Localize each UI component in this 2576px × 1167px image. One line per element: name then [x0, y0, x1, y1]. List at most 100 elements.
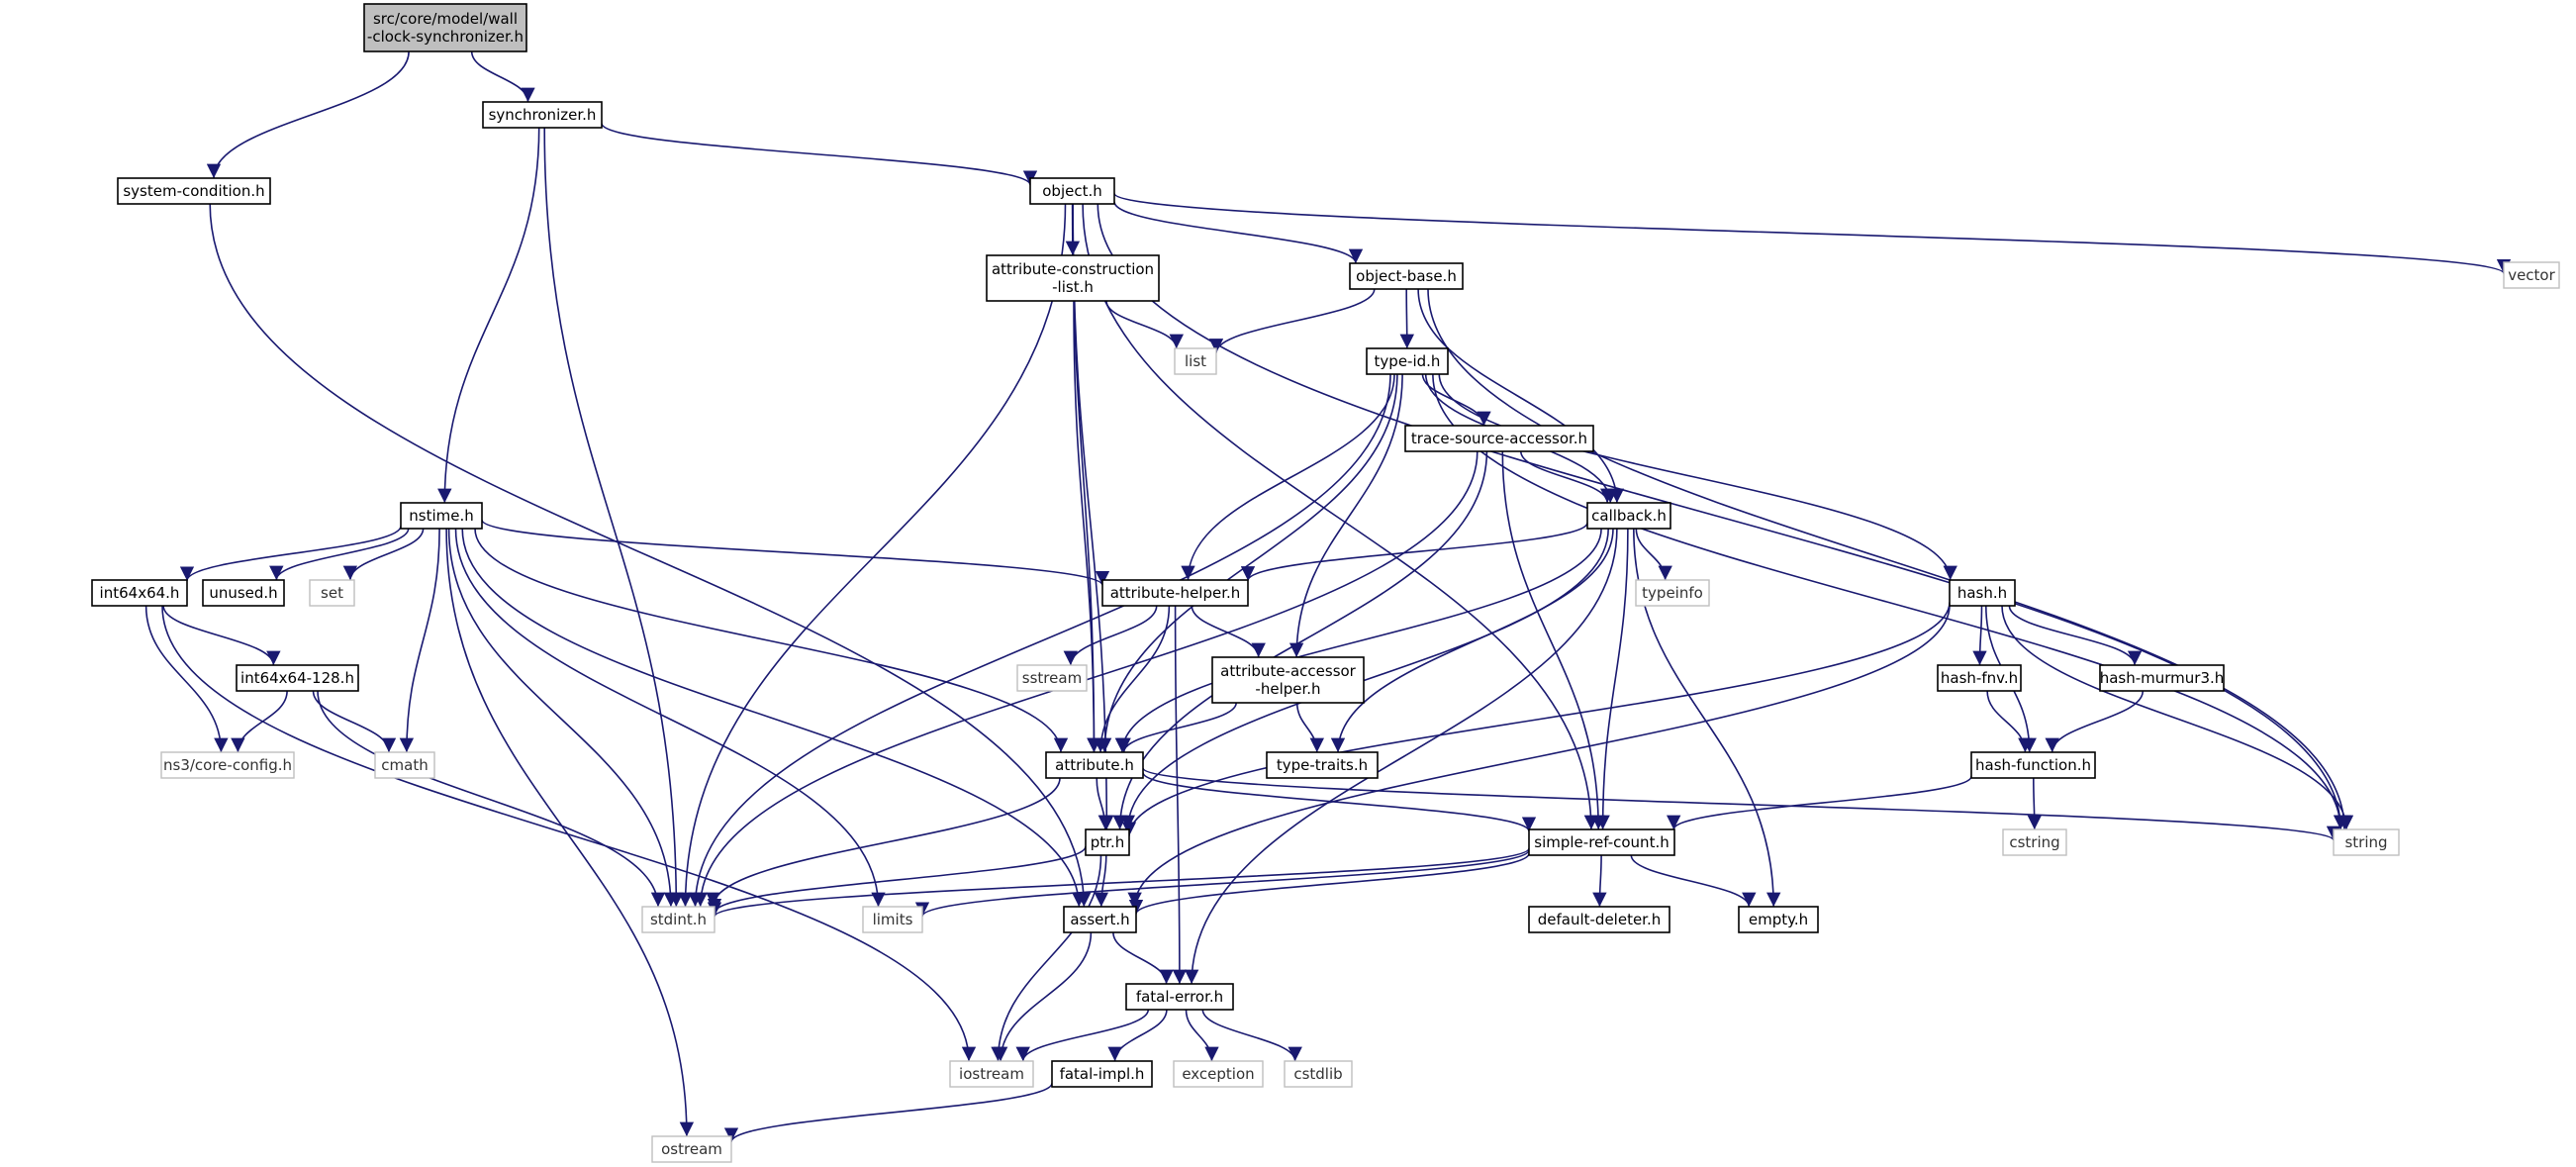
- node-set: set: [309, 579, 355, 607]
- node-label: unused.h: [209, 584, 277, 602]
- edge-nstime-to-attribute: [474, 528, 1069, 753]
- edge-nstime-to-cmath: [399, 528, 440, 753]
- node-nstime[interactable]: nstime.h: [400, 502, 483, 530]
- edge-fatal_error-to-cstdlib: [1201, 1009, 1302, 1062]
- node-box: [1101, 579, 1249, 607]
- edge-synchronizer-to-object: [601, 123, 1037, 186]
- node-box: [1045, 751, 1144, 779]
- node-int64x64-128[interactable]: int64x64-128.h: [236, 664, 359, 692]
- edge-fatal_error-to-iostream: [1015, 1009, 1150, 1062]
- edge-int64x64-to-int64x64_128: [162, 605, 281, 666]
- node-box: [2333, 828, 2400, 856]
- edge-trace_source-to-simple_ref: [1501, 450, 1606, 830]
- edge-nstime-to-ostream: [445, 528, 695, 1137]
- edge-nstime-to-int64x64: [179, 526, 402, 581]
- node-iostream: iostream: [949, 1060, 1034, 1088]
- edge-attr_helper-to-sstream: [1063, 605, 1158, 666]
- node-label: vector: [2508, 266, 2555, 284]
- node-label: system-condition.h: [123, 182, 264, 200]
- node-label: src/core/model/wall: [373, 10, 518, 28]
- node-box: [236, 664, 359, 692]
- edge-object-to-object_base: [1113, 201, 1364, 264]
- edge-fatal_impl-to-ostream: [723, 1082, 1053, 1143]
- node-sstream: sstream: [1016, 664, 1088, 692]
- node-fatal-error[interactable]: fatal-error.h: [1125, 983, 1234, 1011]
- edge-nstime-to-set: [342, 528, 425, 581]
- node-box: [1404, 425, 1594, 452]
- edge-int64x64-to-iostream: [161, 605, 977, 1062]
- node-label: nstime.h: [409, 507, 474, 525]
- node-label: type-id.h: [1375, 352, 1441, 370]
- node-label: attribute.h: [1055, 756, 1134, 774]
- node-int64x64[interactable]: int64x64.h: [91, 579, 188, 607]
- node-label: ptr.h: [1091, 833, 1124, 851]
- edge-simple_ref-to-stdint: [708, 847, 1530, 918]
- edge-type_id-to-stdint: [688, 373, 1391, 908]
- edge-attribute-to-stdint: [706, 777, 1061, 908]
- node-exception: exception: [1173, 1060, 1264, 1088]
- node-attr-helper[interactable]: attribute-helper.h: [1101, 579, 1249, 607]
- edge-type_id-to-hash: [1438, 373, 1957, 581]
- node-hash[interactable]: hash.h: [1949, 579, 2016, 607]
- node-empty[interactable]: empty.h: [1738, 906, 1819, 933]
- node-system-condition[interactable]: system-condition.h: [117, 177, 271, 205]
- node-ostream: ostream: [651, 1135, 732, 1163]
- node-label: typeinfo: [1642, 584, 1703, 602]
- node-label: attribute-construction: [992, 260, 1154, 278]
- node-synchronizer[interactable]: synchronizer.h: [482, 101, 603, 129]
- node-box: [2099, 664, 2225, 692]
- node-label: -clock-synchronizer.h: [367, 28, 524, 46]
- node-unused[interactable]: unused.h: [202, 579, 285, 607]
- node-box: [641, 906, 716, 933]
- node-fatal-impl[interactable]: fatal-impl.h: [1051, 1060, 1153, 1088]
- node-box: [1016, 664, 1088, 692]
- node-type-traits[interactable]: type-traits.h: [1266, 751, 1379, 779]
- node-label: iostream: [959, 1065, 1024, 1083]
- node-string: string: [2333, 828, 2400, 856]
- node-object-base[interactable]: object-base.h: [1349, 262, 1464, 290]
- node-box: [1937, 664, 2022, 692]
- edge-hash-to-hash_murmur3: [2008, 605, 2143, 666]
- node-ptr[interactable]: ptr.h: [1085, 828, 1130, 856]
- edge-hash_fnv-to-hash_function: [1986, 690, 2033, 753]
- edge-type_id-to-attr_helper: [1181, 373, 1395, 581]
- node-trace-source[interactable]: trace-source-accessor.h: [1404, 425, 1594, 452]
- node-cstdlib: cstdlib: [1284, 1060, 1353, 1088]
- node-label: exception: [1182, 1065, 1254, 1083]
- node-label: hash-fnv.h: [1941, 669, 2018, 687]
- node-box: [949, 1060, 1034, 1088]
- node-hash-fnv[interactable]: hash-fnv.h: [1937, 664, 2022, 692]
- node-root[interactable]: src/core/model/wall-clock-synchronizer.h: [363, 3, 527, 52]
- edge-callback-to-simple_ref: [1595, 528, 1629, 830]
- node-attr-accessor[interactable]: attribute-accessor-helper.h: [1211, 656, 1365, 704]
- node-assert[interactable]: assert.h: [1063, 906, 1137, 933]
- node-simple-ref[interactable]: simple-ref-count.h: [1528, 828, 1675, 856]
- edge-object_base-to-list: [1208, 288, 1376, 353]
- node-attr-construction[interactable]: attribute-construction-list.h: [986, 254, 1160, 302]
- node-label: hash.h: [1957, 584, 2007, 602]
- node-box: [202, 579, 285, 607]
- node-type-id[interactable]: type-id.h: [1366, 347, 1449, 375]
- node-default-deleter[interactable]: default-deleter.h: [1528, 906, 1670, 933]
- node-label: object.h: [1042, 182, 1102, 200]
- node-box: [1528, 906, 1670, 933]
- edge-hash-to-string: [2001, 605, 2354, 830]
- node-box: [651, 1135, 732, 1163]
- node-cmath: cmath: [374, 751, 435, 779]
- node-hash-function[interactable]: hash-function.h: [1970, 751, 2096, 779]
- node-callback[interactable]: callback.h: [1586, 502, 1671, 530]
- edge-callback-to-ptr: [1120, 528, 1609, 830]
- node-label: int64x64-128.h: [240, 669, 354, 687]
- node-label: sstream: [1022, 669, 1082, 687]
- node-hash-murmur3[interactable]: hash-murmur3.h: [2099, 664, 2225, 692]
- node-label: int64x64.h: [100, 584, 180, 602]
- node-label: assert.h: [1070, 911, 1129, 928]
- edge-type_id-to-attribute: [1097, 373, 1398, 753]
- node-label: ostream: [661, 1140, 722, 1158]
- node-label: ns3/core-config.h: [163, 756, 292, 774]
- node-label: callback.h: [1591, 507, 1667, 525]
- node-object[interactable]: object.h: [1029, 177, 1115, 205]
- node-attribute[interactable]: attribute.h: [1045, 751, 1144, 779]
- node-box: [1029, 177, 1115, 205]
- node-box: [1635, 579, 1710, 607]
